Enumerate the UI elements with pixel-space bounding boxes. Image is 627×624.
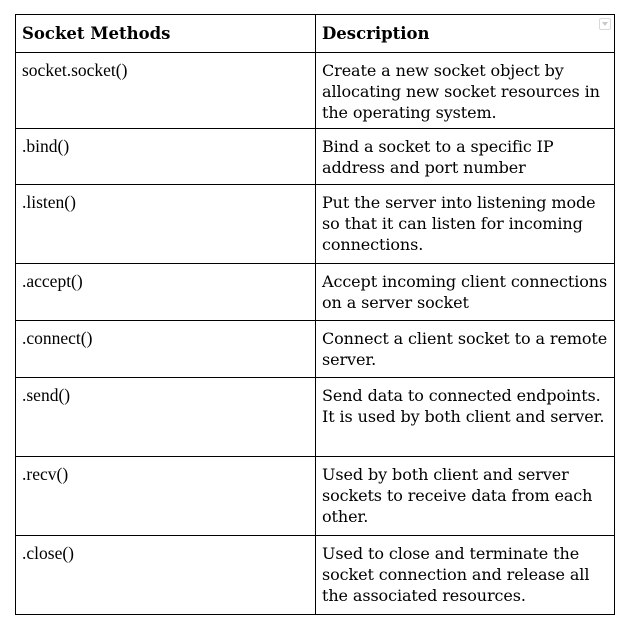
description-cell: Send data to connected endpoints. It is … xyxy=(315,377,615,457)
method-cell: .connect() xyxy=(15,320,316,378)
method-cell: .recv() xyxy=(15,456,316,536)
table-row: .bind() Bind a socket to a specific IP a… xyxy=(15,128,615,185)
description-cell: Connect a client socket to a remote serv… xyxy=(315,320,615,378)
table-row: .listen() Put the server into listening … xyxy=(15,184,615,264)
socket-methods-table: Socket Methods Description socket.socket… xyxy=(15,14,615,615)
method-cell: .bind() xyxy=(15,128,316,185)
table-row: .close() Used to close and terminate the… xyxy=(15,535,615,615)
table-row: socket.socket() Create a new socket obje… xyxy=(15,52,615,129)
description-cell: Create a new socket object by allocating… xyxy=(315,52,615,129)
table-row: .accept() Accept incoming client connect… xyxy=(15,263,615,321)
table-row: .send() Send data to connected endpoints… xyxy=(15,377,615,457)
description-cell: Used by both client and server sockets t… xyxy=(315,456,615,536)
socket-methods-table-container: Socket Methods Description socket.socket… xyxy=(15,14,615,615)
chevron-down-icon[interactable] xyxy=(599,18,611,30)
header-description-label: Description xyxy=(322,24,430,43)
header-description: Description xyxy=(315,14,615,53)
method-cell: socket.socket() xyxy=(15,52,316,129)
method-cell: .accept() xyxy=(15,263,316,321)
header-socket-methods: Socket Methods xyxy=(15,14,316,53)
table-header-row: Socket Methods Description xyxy=(15,14,615,53)
method-cell: .close() xyxy=(15,535,316,615)
description-cell: Used to close and terminate the socket c… xyxy=(315,535,615,615)
method-cell: .listen() xyxy=(15,184,316,264)
table-row: .recv() Used by both client and server s… xyxy=(15,456,615,536)
table-row: .connect() Connect a client socket to a … xyxy=(15,320,615,378)
description-cell: Bind a socket to a specific IP address a… xyxy=(315,128,615,185)
method-cell: .send() xyxy=(15,377,316,457)
description-cell: Accept incoming client connections on a … xyxy=(315,263,615,321)
description-cell: Put the server into listening mode so th… xyxy=(315,184,615,264)
